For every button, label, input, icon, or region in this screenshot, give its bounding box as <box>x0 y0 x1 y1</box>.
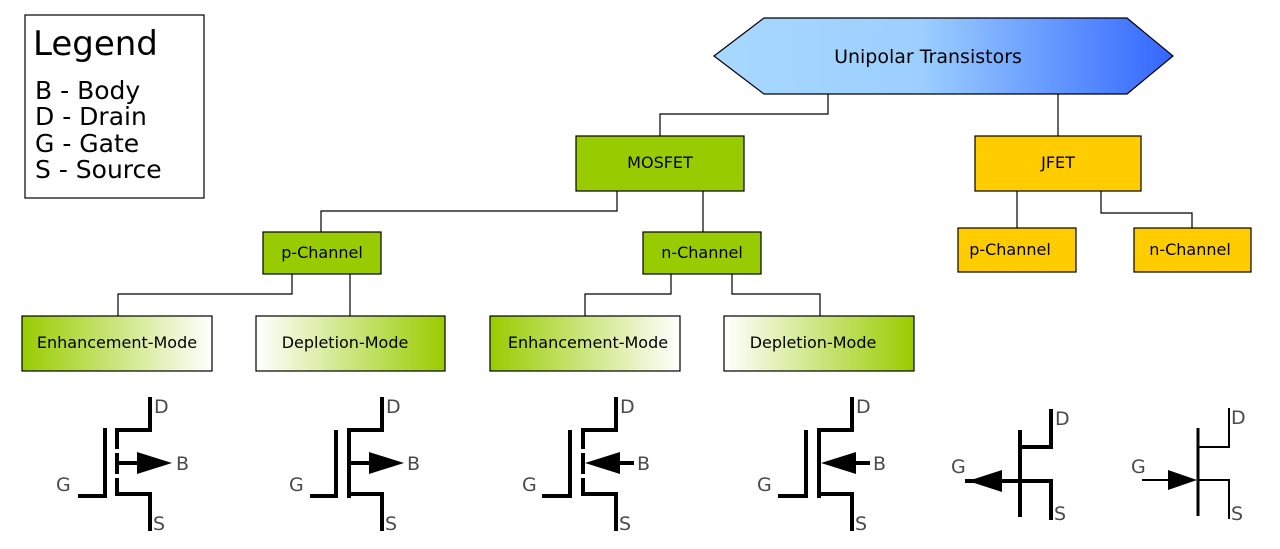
jfet-nchannel-node: n-Channel <box>1133 227 1252 273</box>
jfet-pchannel-node: p-Channel <box>957 227 1077 273</box>
legend-item-drain: D - Drain <box>35 102 147 131</box>
source-label: S <box>855 513 867 535</box>
connector-jfet-nchannel <box>1100 191 1193 228</box>
jfet-nchannel-label: n-Channel <box>1149 240 1231 259</box>
connector-root-mosfet <box>659 94 829 136</box>
symbol-n-enhancement: D G S B <box>522 396 650 535</box>
source-label: S <box>153 513 165 535</box>
p-depletion-label: Depletion-Mode <box>282 333 409 352</box>
drain-label: D <box>1231 407 1246 429</box>
connector-mosfet-pchannel <box>320 191 618 232</box>
symbol-p-depletion: D G S B <box>289 396 420 535</box>
drain-label: D <box>620 396 635 418</box>
n-enhancement-label: Enhancement-Mode <box>508 333 668 352</box>
n-enhancement-node: Enhancement-Mode <box>489 315 681 372</box>
symbol-jfet-n: D G S <box>1131 407 1246 525</box>
connector-pch-enh <box>117 274 293 316</box>
jfet-label: JFET <box>1040 153 1075 172</box>
gate-label: G <box>757 474 772 496</box>
mosfet-label: MOSFET <box>627 153 693 172</box>
legend-item-gate: G - Gate <box>35 129 139 158</box>
n-depletion-node: Depletion-Mode <box>723 315 915 372</box>
symbol-jfet-p: D G S <box>951 408 1070 525</box>
legend-item-body: B - Body <box>35 76 140 105</box>
body-label: B <box>407 453 420 475</box>
gate-label: G <box>56 474 71 496</box>
body-label: B <box>637 453 650 475</box>
body-label: B <box>176 453 189 475</box>
mosfet-pchannel-label: p-Channel <box>281 243 363 262</box>
source-label: S <box>385 513 397 535</box>
source-label: S <box>619 513 631 535</box>
gate-label: G <box>951 456 966 478</box>
p-enhancement-node: Enhancement-Mode <box>21 315 213 372</box>
gate-label: G <box>522 474 537 496</box>
jfet-node: JFET <box>974 135 1142 192</box>
connector-nch-enh <box>584 274 672 316</box>
connectors <box>117 94 1193 316</box>
mosfet-node: MOSFET <box>575 135 745 192</box>
n-depletion-label: Depletion-Mode <box>750 333 877 352</box>
legend-item-source: S - Source <box>35 155 162 184</box>
drain-label: D <box>154 396 169 418</box>
source-label: S <box>1054 503 1066 525</box>
jfet-pchannel-label: p-Channel <box>969 240 1051 259</box>
symbol-n-depletion: D G S B <box>757 396 886 535</box>
p-depletion-node: Depletion-Mode <box>255 315 446 372</box>
mosfet-pchannel-node: p-Channel <box>262 231 382 275</box>
source-label: S <box>1231 503 1243 525</box>
p-enhancement-label: Enhancement-Mode <box>37 333 197 352</box>
gate-label: G <box>289 474 304 496</box>
legend: Legend B - Body D - Drain G - Gate S - S… <box>24 14 205 199</box>
body-label: B <box>873 453 886 475</box>
mosfet-nchannel-node: n-Channel <box>642 231 762 275</box>
root-label: Unipolar Transistors <box>834 46 1022 68</box>
mosfet-nchannel-label: n-Channel <box>661 243 743 262</box>
connector-nch-dep <box>731 274 821 316</box>
symbol-p-enhancement: D G S B <box>56 396 189 535</box>
drain-label: D <box>856 396 871 418</box>
drain-label: D <box>1055 408 1070 430</box>
drain-label: D <box>386 396 401 418</box>
legend-title: Legend <box>33 24 158 64</box>
root-node: Unipolar Transistors <box>713 17 1174 95</box>
gate-label: G <box>1131 456 1146 478</box>
